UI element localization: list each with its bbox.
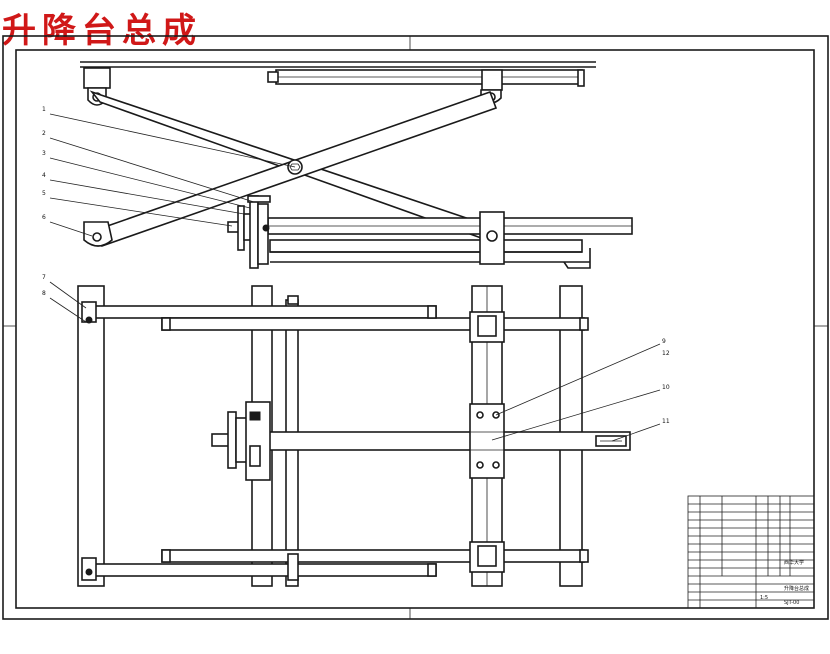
leader-label-8: 8 <box>42 290 46 297</box>
leader-label-5: 5 <box>42 190 46 197</box>
leader-label-6: 6 <box>42 214 46 221</box>
leader-lines <box>49 113 661 442</box>
top-view <box>77 285 631 587</box>
title-block-number: SJT-00 <box>784 600 800 606</box>
leader-label-11: 11 <box>662 418 670 425</box>
leader-label-12: 12 <box>662 350 670 357</box>
title-block-unit: 西华大学 <box>784 560 805 566</box>
title-block <box>687 495 815 609</box>
leader-label-9: 9 <box>662 338 666 345</box>
title-block-scale: 1:5 <box>760 595 769 601</box>
leader-label-1: 1 <box>42 106 46 113</box>
leader-label-10: 10 <box>662 384 670 391</box>
sheet-frame <box>2 35 829 620</box>
drawing-title: 升降台总成 <box>2 11 202 51</box>
front-view <box>80 61 633 269</box>
leader-label-3: 3 <box>42 150 46 157</box>
leader-label-7: 7 <box>42 274 46 281</box>
leader-label-4: 4 <box>42 172 46 179</box>
title-block-name: 升降台总成 <box>784 586 810 592</box>
leader-label-2: 2 <box>42 130 46 137</box>
